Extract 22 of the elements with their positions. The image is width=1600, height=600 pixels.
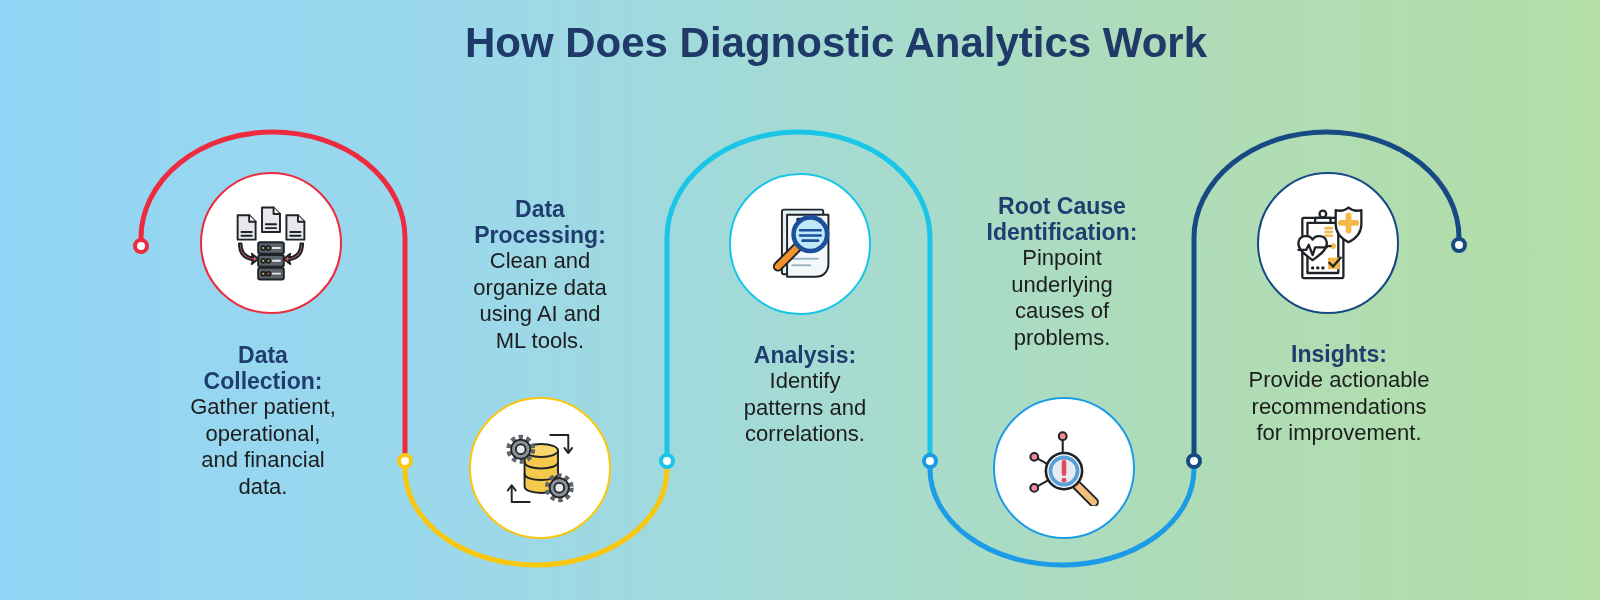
curved-line xyxy=(138,129,408,456)
curved-line xyxy=(1191,129,1462,456)
step-description: Provide actionable recommendations for improvement. xyxy=(1247,367,1431,447)
step-heading: Insights: xyxy=(1291,341,1387,367)
curved-line xyxy=(664,129,933,456)
path-dot xyxy=(922,453,938,469)
curved-line xyxy=(927,466,1197,568)
step-description: Clean and organize data using AI and ML tools. xyxy=(472,248,608,354)
step-heading: Data Collection: xyxy=(202,342,324,394)
curved-line xyxy=(402,466,670,568)
step-heading: Root Cause Identification: xyxy=(985,193,1139,245)
path-dot xyxy=(659,453,675,469)
path-dot xyxy=(397,453,413,469)
step-description: Pinpoint underlying causes of problems. xyxy=(1010,245,1114,351)
title: How Does Diagnostic Analytics Work xyxy=(464,20,1208,67)
step-heading: Data Processing: xyxy=(473,196,607,248)
path-dot xyxy=(1451,237,1467,253)
step-description: Gather patient, operational, and financial data. xyxy=(189,394,337,500)
path-dot xyxy=(1186,453,1202,469)
step-description: Identify patterns and correlations. xyxy=(742,368,868,448)
path-dot xyxy=(133,238,149,254)
step-heading: Analysis: xyxy=(753,342,857,368)
